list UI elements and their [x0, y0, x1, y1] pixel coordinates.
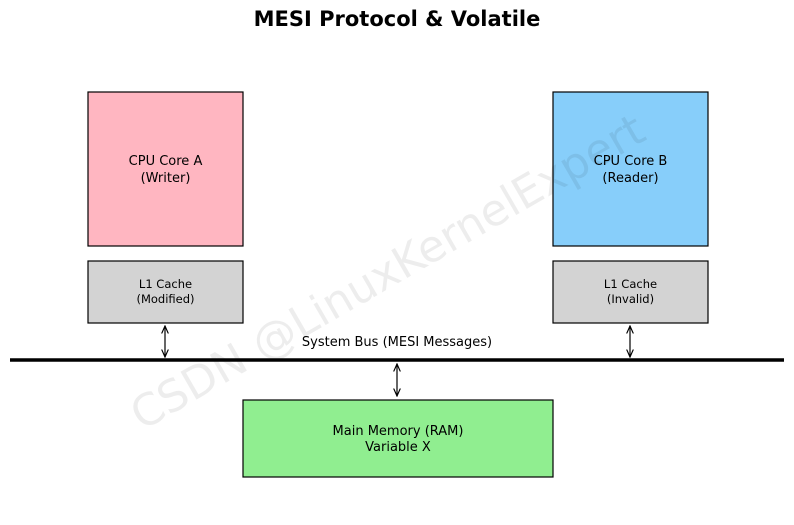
l1-cache-b-state: (Invalid) [607, 292, 654, 306]
cpu-core-a-box [87, 91, 244, 247]
l1-cache-b: L1 Cache (Invalid) [552, 260, 709, 324]
main-memory: Main Memory (RAM) Variable X [242, 399, 554, 478]
l1-cache-a: L1 Cache (Modified) [87, 260, 244, 324]
cpu-core-b-name: CPU Core B [594, 154, 668, 169]
cpu-core-b-box [552, 91, 709, 247]
diagram-title: MESI Protocol & Volatile [254, 7, 541, 31]
main-memory-box [242, 399, 554, 478]
cpu-core-a-role: (Writer) [141, 171, 191, 186]
main-memory-variable: Variable X [365, 440, 431, 455]
cpu-core-a-name: CPU Core A [129, 154, 203, 169]
cpu-core-b: CPU Core B (Reader) [552, 91, 709, 247]
l1-cache-a-box [87, 260, 244, 324]
l1-cache-b-box [552, 260, 709, 324]
l1-cache-a-name: L1 Cache [139, 277, 192, 291]
l1-cache-b-name: L1 Cache [604, 277, 657, 291]
cpu-core-a: CPU Core A (Writer) [87, 91, 244, 247]
l1-cache-a-state: (Modified) [136, 292, 194, 306]
system-bus-label: System Bus (MESI Messages) [302, 335, 492, 350]
cpu-core-b-role: (Reader) [602, 171, 658, 186]
main-memory-name: Main Memory (RAM) [333, 424, 464, 439]
